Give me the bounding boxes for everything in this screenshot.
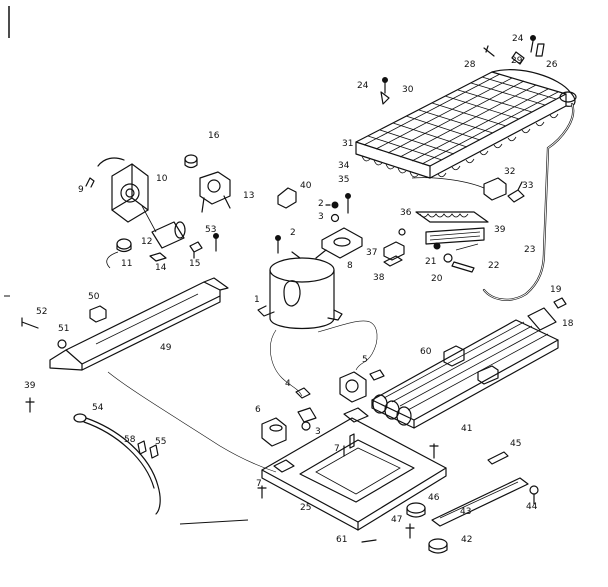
callout-c-58: 58 xyxy=(124,435,136,445)
callout-c-61: 61 xyxy=(336,535,347,545)
part-40-clip xyxy=(277,187,297,209)
callout-c-12: 12 xyxy=(141,237,152,247)
part-51-nut xyxy=(57,339,67,349)
connection-line xyxy=(107,371,277,473)
callout-c-9: 9 xyxy=(78,185,84,195)
fittings-20-21-22 xyxy=(433,242,479,273)
terminals-58-55 xyxy=(137,440,159,459)
callout-c-29: 29 xyxy=(511,56,523,66)
callout-c-20: 20 xyxy=(431,274,443,284)
part-15-bracket xyxy=(189,241,203,259)
condenser-coil-36-39 xyxy=(415,211,489,245)
callout-c-49: 49 xyxy=(160,343,172,353)
callout-c-7b: 7 xyxy=(256,479,262,489)
bottom-right-parts xyxy=(257,433,539,554)
part-12-cylinder xyxy=(141,205,186,249)
base-plate-25 xyxy=(261,417,447,531)
callout-c-18: 18 xyxy=(562,319,574,329)
part-16 xyxy=(184,154,198,169)
part-39-screw xyxy=(25,397,35,413)
condenser-60 xyxy=(371,319,559,429)
wire-lead xyxy=(317,320,378,371)
callout-c-24b: 24 xyxy=(357,81,369,91)
part-11-capacitor xyxy=(106,238,132,269)
evaporator-part xyxy=(355,69,577,179)
callout-c-38: 38 xyxy=(373,273,385,283)
part-50 xyxy=(89,305,107,323)
suction-line-part xyxy=(482,102,575,301)
callout-c-32: 32 xyxy=(504,167,515,177)
compressor-part-1 xyxy=(257,249,343,330)
callout-c-55: 55 xyxy=(155,437,166,447)
callout-c-40: 40 xyxy=(300,181,312,191)
callout-c-16: 16 xyxy=(208,131,220,141)
callout-c-15: 15 xyxy=(189,259,200,269)
callout-c-14: 14 xyxy=(155,263,167,273)
callout-c-60: 60 xyxy=(420,347,432,357)
callout-c-10: 10 xyxy=(156,174,168,184)
callout-c-19: 19 xyxy=(550,285,562,295)
frame-rail-49 xyxy=(49,277,229,371)
mount-6-3 xyxy=(261,407,317,447)
callout-c-6: 6 xyxy=(255,405,261,415)
callout-c-3: 3 xyxy=(318,212,324,222)
callout-c-4: 4 xyxy=(285,379,291,389)
part-52-screw xyxy=(21,317,39,329)
part-19-18 xyxy=(527,297,567,331)
callout-c-54: 54 xyxy=(92,403,104,413)
callout-c-51: 51 xyxy=(58,324,69,334)
part-10-fan-box xyxy=(97,157,149,223)
part-13-relay xyxy=(199,171,231,213)
callout-c-11: 11 xyxy=(121,259,132,269)
callout-c-30: 30 xyxy=(402,85,414,95)
callout-c-21: 21 xyxy=(425,257,436,267)
callout-c-39: 39 xyxy=(494,225,506,235)
callout-c-8: 8 xyxy=(347,261,353,271)
callout-c-33: 33 xyxy=(522,181,533,191)
callout-c-46: 46 xyxy=(428,493,440,503)
callout-c-2b: 2 xyxy=(290,228,296,238)
thermostat-32-33 xyxy=(411,177,525,203)
callout-c-28: 28 xyxy=(464,60,476,70)
callout-c-13: 13 xyxy=(243,191,254,201)
callout-c-24a: 24 xyxy=(512,34,524,44)
callout-c-25: 25 xyxy=(300,503,311,513)
callout-c-34: 34 xyxy=(338,161,350,171)
callout-c-50: 50 xyxy=(88,292,100,302)
callout-c-39b: 39 xyxy=(24,381,36,391)
callout-c-3b: 3 xyxy=(315,427,321,437)
callout-c-47: 47 xyxy=(391,515,402,525)
callout-c-41: 41 xyxy=(461,424,472,434)
callout-c-1: 1 xyxy=(254,295,260,305)
callout-c-31: 31 xyxy=(342,139,353,149)
callout-c-5: 5 xyxy=(362,355,368,365)
bracket-8-37-38 xyxy=(321,227,406,267)
callout-c-23: 23 xyxy=(524,245,535,255)
callout-c-45: 45 xyxy=(510,439,521,449)
screws-2-3-35 xyxy=(213,193,351,254)
callout-c-52: 52 xyxy=(36,307,47,317)
callout-c-37: 37 xyxy=(366,248,377,258)
callout-c-36: 36 xyxy=(400,208,412,218)
part-14-plate xyxy=(149,252,167,262)
dash-mark xyxy=(179,519,249,525)
callout-c-35: 35 xyxy=(338,175,349,185)
part-9-clip xyxy=(85,177,95,188)
callout-c-43: 43 xyxy=(460,507,471,517)
callout-c-26: 26 xyxy=(546,60,558,70)
callout-c-44: 44 xyxy=(526,502,538,512)
callout-c-42: 42 xyxy=(461,535,472,545)
callout-c-2a: 2 xyxy=(318,199,324,209)
callout-c-22: 22 xyxy=(488,261,499,271)
callout-c-53: 53 xyxy=(205,225,216,235)
harness-54 xyxy=(73,413,161,515)
top-fasteners xyxy=(380,35,545,105)
wire-lead-2 xyxy=(270,329,303,397)
mounts-5-4 xyxy=(295,369,385,423)
callout-c-7a: 7 xyxy=(334,444,340,454)
